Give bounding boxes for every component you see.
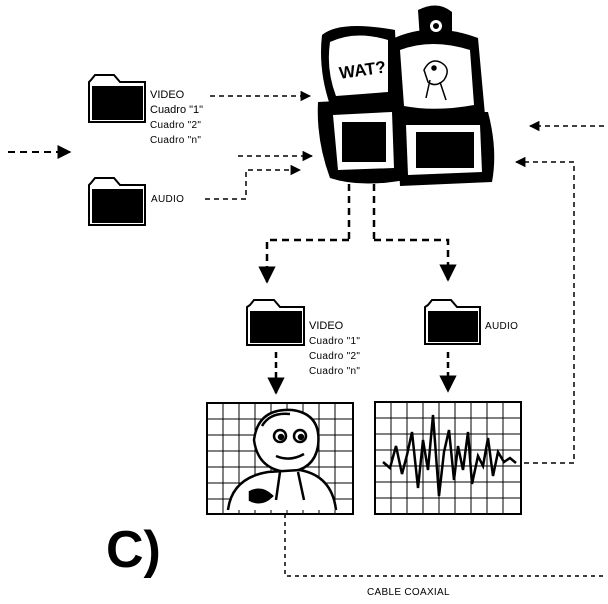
folder-icon-video-bottom [247,300,304,345]
coaxial-cable-line [285,514,604,576]
audio-label-top: AUDIO [151,193,184,206]
monitor-stack [318,5,495,186]
panel-label: C) [106,522,161,578]
folder-icon-video-top [89,75,145,122]
waveform-return-arrow [516,162,574,463]
cuadro-2-label-top: Cuadro "2" [150,119,201,132]
video-label-bottom: VIDEO [309,320,343,333]
folder-to-screen-arrows [276,352,448,393]
cuadro-1-label-top: Cuadro "1" [150,104,203,117]
audio-waveform-grid [375,402,521,514]
cuadro-1-label-bottom: Cuadro "1" [309,335,360,348]
cuadro-2-label-bottom: Cuadro "2" [309,350,360,363]
cable-coaxial-label: CABLE COAXIAL [367,586,450,599]
folder-icon-audio-top [89,178,145,225]
audio-label-bottom: AUDIO [485,320,518,333]
cuadro-n-label-top: Cuadro "n" [150,134,201,147]
folder-icon-audio-bottom [425,300,480,344]
audio-to-monitor-arrow [205,170,300,199]
cuadro-n-label-bottom: Cuadro "n" [309,365,360,378]
video-label-top: VIDEO [150,89,184,102]
split-arrows [267,172,448,282]
